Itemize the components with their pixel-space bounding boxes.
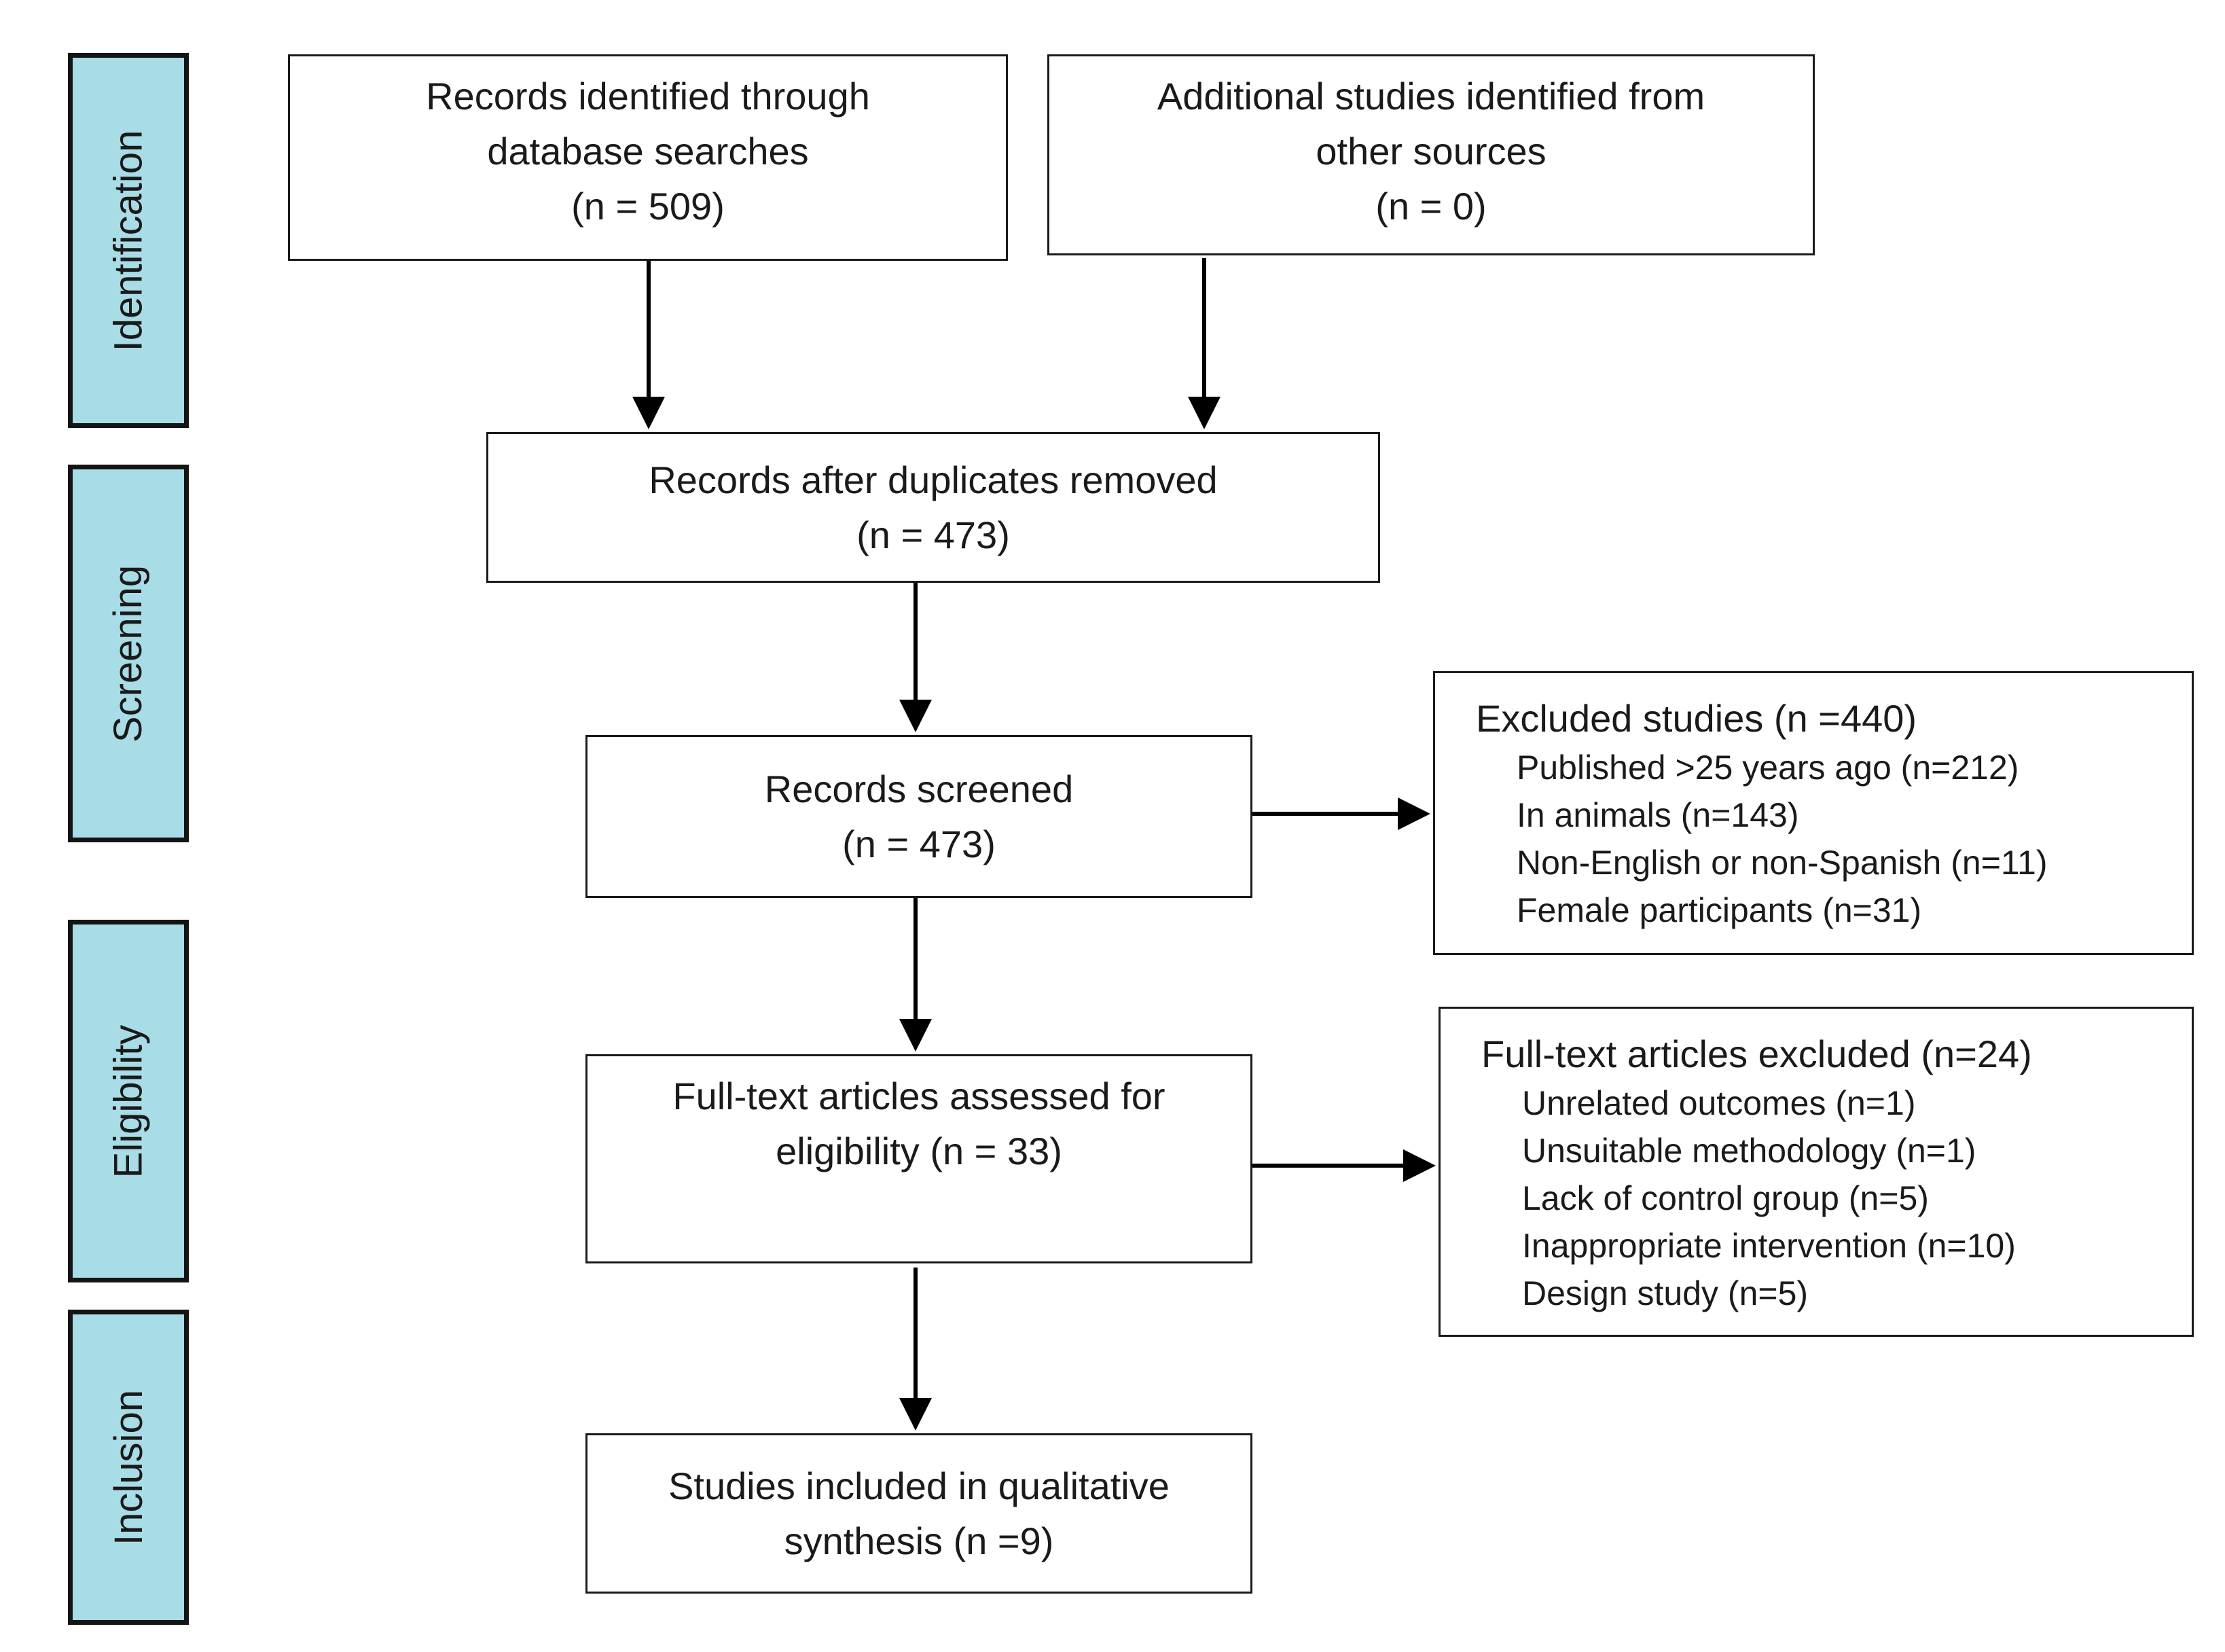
stage-label-identification: Identification — [68, 53, 189, 428]
box-line: synthesis (n =9) — [784, 1520, 1054, 1562]
list-item: Lack of control group (n=5) — [1522, 1179, 1929, 1217]
studies-included-box: Studies included in qualitative synthesi… — [585, 1433, 1252, 1594]
box-line: (n = 473) — [842, 823, 996, 865]
list-item: Unrelated outcomes (n=1) — [1522, 1084, 1916, 1122]
list-item: In animals (n=143) — [1517, 796, 1799, 834]
box-line: (n = 509) — [571, 185, 725, 228]
stage-label-inclusion: Inclusion — [68, 1310, 189, 1625]
excluded-studies-title: Excluded studies (n =440) — [1476, 697, 1917, 740]
excluded-studies-box: Excluded studies (n =440) Published >25 … — [1433, 671, 2194, 955]
box-line: eligibility (n = 33) — [776, 1130, 1062, 1172]
box-line: other sources — [1316, 130, 1546, 173]
box-line: (n = 0) — [1375, 185, 1487, 228]
list-item: Inappropriate intervention (n=10) — [1522, 1227, 2016, 1265]
other-sources-box: Additional studies identified from other… — [1047, 54, 1815, 255]
box-line: (n = 473) — [856, 514, 1010, 556]
box-line: Full-text articles assessed for — [672, 1075, 1165, 1117]
full-text-excluded-box: Full-text articles excluded (n=24) Unrel… — [1439, 1007, 2194, 1337]
database-records-box: Records identified through database sear… — [288, 54, 1008, 261]
full-text-excluded-list: Unrelated outcomes (n=1) Unsuitable meth… — [1481, 1079, 2192, 1317]
full-text-excluded-title: Full-text articles excluded (n=24) — [1481, 1032, 2032, 1075]
box-line: Studies included in qualitative — [668, 1465, 1170, 1507]
list-item: Female participants (n=31) — [1517, 891, 1922, 929]
box-line: Records screened — [764, 768, 1074, 810]
list-item: Published >25 years ago (n=212) — [1517, 749, 2019, 787]
stage-label-screening: Screening — [68, 465, 189, 842]
excluded-studies-list: Published >25 years ago (n=212) In anima… — [1476, 744, 2192, 934]
box-line: Records identified through — [426, 75, 870, 118]
after-duplicates-box: Records after duplicates removed (n = 47… — [486, 432, 1380, 583]
list-item: Non-English or non-Spanish (n=11) — [1517, 844, 2048, 882]
box-line: Additional studies identified from — [1157, 75, 1705, 118]
box-line: Records after duplicates removed — [649, 459, 1218, 501]
box-line: database searches — [487, 130, 809, 173]
records-screened-box: Records screened (n = 473) — [585, 735, 1252, 898]
list-item: Unsuitable methodology (n=1) — [1522, 1132, 1976, 1170]
stage-label-eligibility: Eligibility — [68, 920, 189, 1282]
full-text-assessed-box: Full-text articles assessed for eligibil… — [585, 1054, 1252, 1263]
list-item: Design study (n=5) — [1522, 1274, 1809, 1312]
